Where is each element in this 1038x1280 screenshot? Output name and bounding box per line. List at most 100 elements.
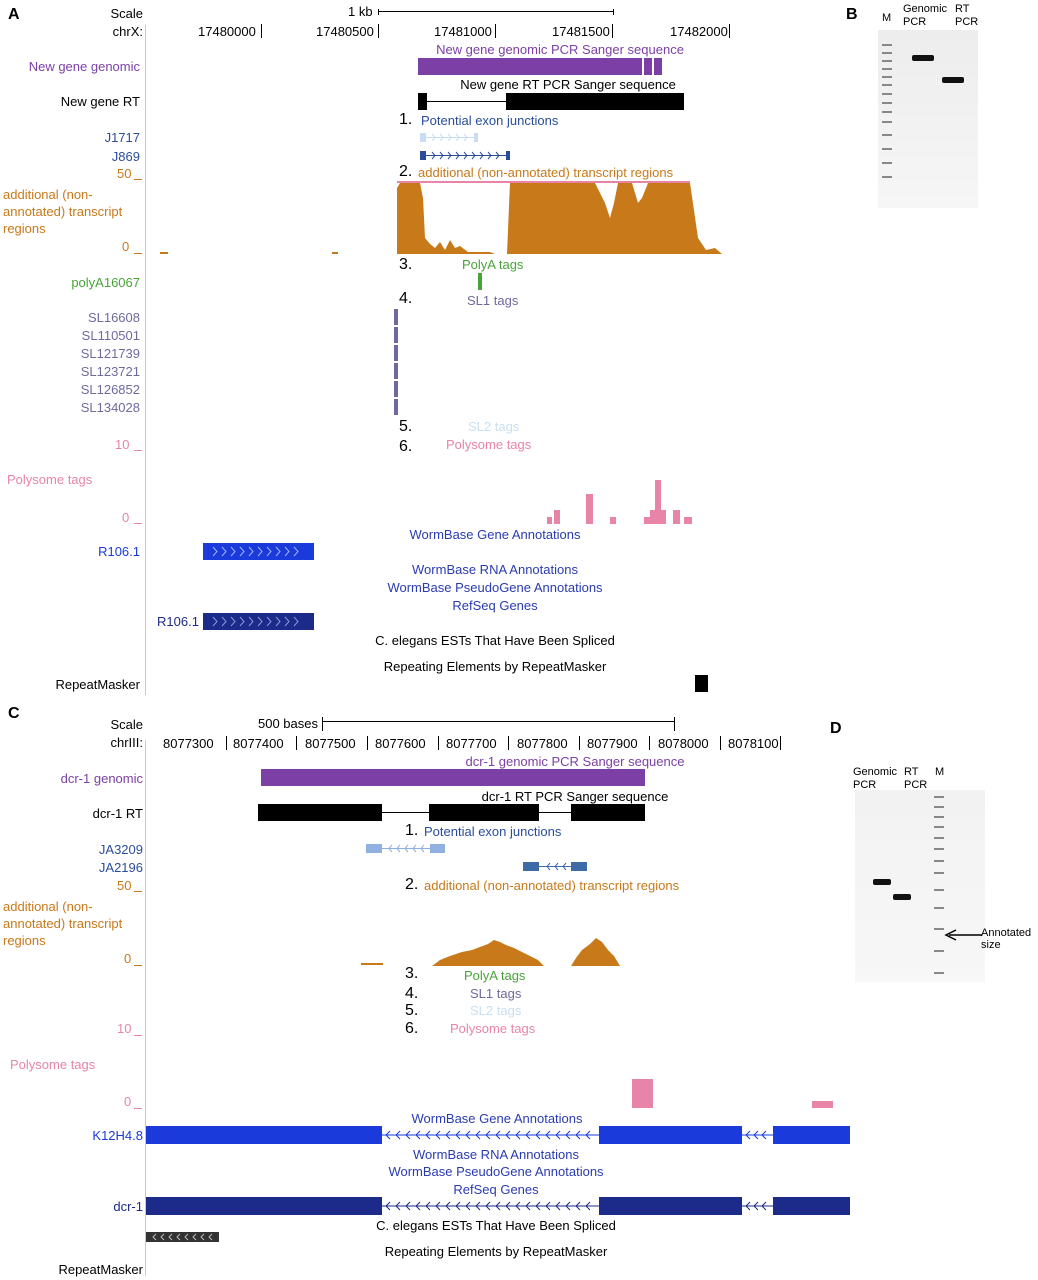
sl1-title: SL1 tags (470, 986, 522, 1001)
ladder-band (882, 102, 892, 104)
tick-label: 17482000 (670, 24, 728, 39)
tick-mark (649, 736, 650, 750)
gel-d-lane-label: M (935, 766, 945, 778)
tick-mark (367, 736, 368, 750)
transcript-scale-tick (134, 891, 142, 892)
section-number: 2. (399, 163, 413, 180)
transcript-track-label: additional (non- annotated) transcript r… (3, 187, 123, 236)
ladder-band (882, 111, 892, 113)
tick-mark (720, 736, 721, 750)
sl1-label: SL110501 (81, 328, 140, 343)
polysome-title: Polysome tags (450, 1021, 536, 1036)
ladder-band (934, 848, 944, 850)
r106-refseq-model (203, 613, 314, 630)
transcript-scale-top: 50 (117, 166, 132, 181)
ladder-band (882, 148, 892, 150)
polysome-scale-bottom: 0 (122, 510, 130, 525)
gene-label: K12H4.8 (92, 1128, 143, 1143)
section-number: 5. (405, 1002, 419, 1019)
section-number: 1. (405, 822, 419, 839)
polysome-scale-bottom: 0 (124, 1094, 132, 1109)
tick-label: 8078000 (658, 736, 709, 751)
refseq-label: dcr-1 (113, 1199, 143, 1214)
section-number: 3. (399, 256, 413, 273)
rt-exon (506, 93, 684, 110)
tick-mark (729, 24, 730, 38)
tick-label: 8078100 (728, 736, 779, 751)
junction-label: J869 (111, 149, 140, 164)
panel-b-letter: B (846, 6, 858, 23)
tick-mark (780, 736, 781, 750)
ladder-band (934, 860, 944, 862)
junction-label: J1717 (104, 130, 140, 145)
sl1-label: SL121739 (80, 346, 140, 361)
ladder-band (934, 907, 944, 909)
ladder-band (882, 60, 892, 62)
scale-label: Scale (110, 6, 143, 21)
sl1-title: SL1 tags (467, 293, 519, 308)
sl2-title: SL2 tags (468, 419, 520, 434)
repeats-title: Repeating Elements by RepeatMasker (384, 1244, 608, 1259)
tick-mark (226, 736, 227, 750)
polysome-scale-top: 10 (115, 437, 130, 452)
tick-mark (261, 24, 262, 38)
gel-d (855, 790, 985, 982)
est-feature (146, 1232, 219, 1242)
transcript-coverage-plot (160, 181, 722, 254)
sl1-label: SL123721 (80, 364, 140, 379)
ladder-band (934, 806, 944, 808)
tick-label: 8077500 (305, 736, 356, 751)
ladder-band (882, 134, 892, 136)
polysome-scale-tick (134, 1035, 142, 1036)
tick-label: 17481500 (552, 24, 610, 39)
sl2-title: SL2 tags (470, 1003, 522, 1018)
wormbase-gene-title: WormBase Gene Annotations (411, 1111, 583, 1126)
junction-label: JA3209 (98, 842, 143, 857)
ladder-band (882, 52, 892, 54)
ladder-band (934, 837, 944, 839)
refseq-label: R106.1 (157, 614, 199, 629)
gel-d-lane-label: RT PCR (904, 766, 928, 791)
scale-bar-label: 500 bases (258, 716, 318, 731)
tick-label: 8077900 (587, 736, 638, 751)
section-number: 3. (405, 965, 419, 982)
section-number: 4. (399, 290, 413, 307)
section-number: 1. (399, 111, 413, 128)
junction-ja-models (366, 844, 587, 871)
tick-mark (579, 736, 580, 750)
junction-label: JA2196 (98, 860, 143, 875)
exon-junctions-title: Potential exon junctions (424, 824, 562, 839)
ladder-band (934, 872, 944, 874)
genomic-track-label: dcr-1 genomic (60, 771, 143, 786)
ests-title: C. elegans ESTs That Have Been Spliced (376, 1218, 616, 1233)
ladder-band (934, 950, 944, 952)
gel-b-lane-label: Genomic PCR (903, 3, 948, 28)
transcript-scale-bottom: 0 (122, 239, 130, 254)
tick-mark (296, 736, 297, 750)
wormbase-pseudo-title: WormBase PseudoGene Annotations (387, 580, 603, 595)
polysome-histogram (547, 480, 692, 524)
rt-pcr-band (942, 77, 964, 83)
ladder-band (934, 826, 944, 828)
tick-mark (438, 736, 439, 750)
transcript-coverage-plot (361, 938, 620, 966)
chrom-label: chrIII: (110, 735, 143, 750)
ladder-band (934, 816, 944, 818)
rt-pcr-band (893, 894, 911, 900)
exon-junctions-title: Potential exon junctions (421, 113, 559, 128)
tick-label: 8077300 (163, 736, 214, 751)
tick-label: 17481000 (434, 24, 492, 39)
tick-mark (378, 24, 379, 38)
tick-label: 8077800 (517, 736, 568, 751)
repeatmasker-label: RepeatMasker (55, 677, 140, 692)
gel-d-lane-label: Genomic PCR (853, 766, 898, 791)
scale-label: Scale (110, 717, 143, 732)
transcript-scale-bottom: 0 (124, 951, 132, 966)
tick-mark (508, 736, 509, 750)
panel-d-letter: D (830, 720, 842, 737)
polysome-scale-top: 10 (117, 1021, 132, 1036)
polysome-bar (812, 1101, 833, 1108)
transcript-track-label: additional (non- annotated) transcript r… (3, 899, 123, 948)
section-number: 2. (405, 876, 419, 893)
transcript-scale-tick (134, 965, 142, 966)
